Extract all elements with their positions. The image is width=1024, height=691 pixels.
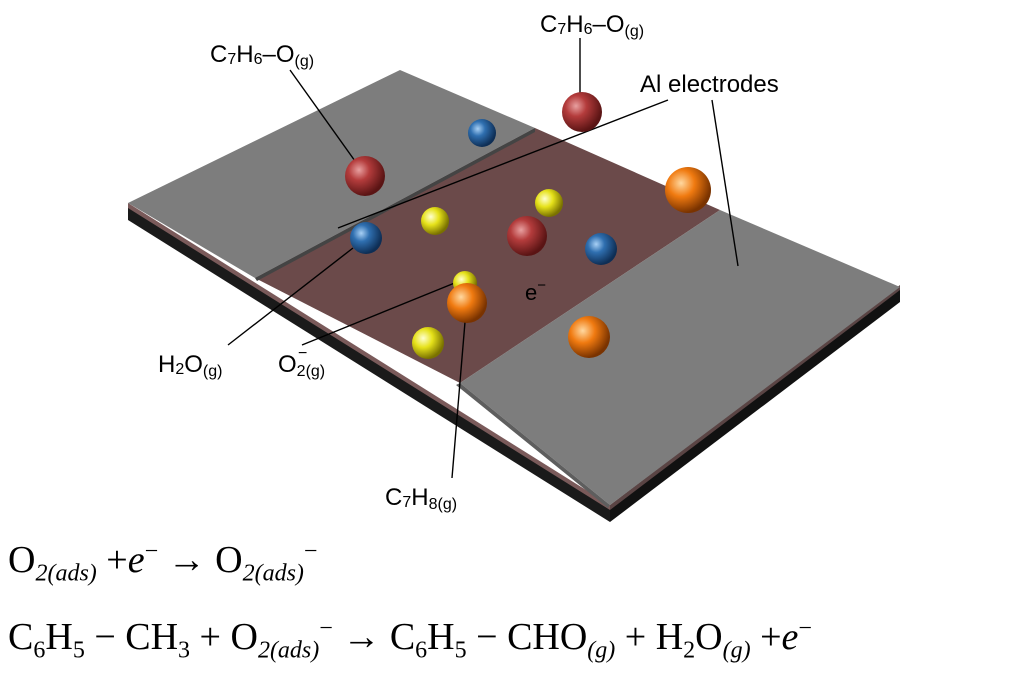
sensing-film	[255, 128, 720, 383]
yellow-molecule	[421, 207, 449, 235]
label-c7h6o-left: C7H6–O(g)	[210, 41, 314, 70]
label-o2-charge: −	[298, 345, 307, 362]
blue-molecule	[468, 119, 496, 147]
label-c7h6o-top: C7H6–O(g)	[540, 11, 644, 40]
equation-1: O2(ads) +e− → O2(ads)−	[8, 538, 318, 587]
label-electron: e−	[525, 277, 546, 305]
red-molecule	[562, 92, 602, 132]
yellow-molecule	[535, 189, 563, 217]
substrate	[128, 203, 900, 522]
electrode-right	[456, 210, 900, 508]
label-o2-minus: O2(g)	[278, 351, 325, 380]
red-molecule	[345, 156, 385, 196]
blue-molecule	[585, 233, 617, 265]
orange-molecule	[665, 167, 711, 213]
molecules	[345, 92, 711, 359]
orange-molecule	[568, 316, 610, 358]
orange-molecule	[447, 283, 487, 323]
label-h2o: H2O(g)	[158, 351, 222, 380]
label-al-electrodes: Al electrodes	[640, 71, 779, 98]
leader-lines	[227, 38, 739, 479]
label-c7h8: C7H8(g)	[385, 484, 457, 513]
blue-molecule	[350, 222, 382, 254]
red-molecule	[507, 216, 547, 256]
electrode-left	[128, 70, 535, 281]
equation-2: C6H5 − CH3 + O2(ads)− → C6H5 − CHO(g) + …	[8, 615, 812, 664]
yellow-molecule	[412, 327, 444, 359]
